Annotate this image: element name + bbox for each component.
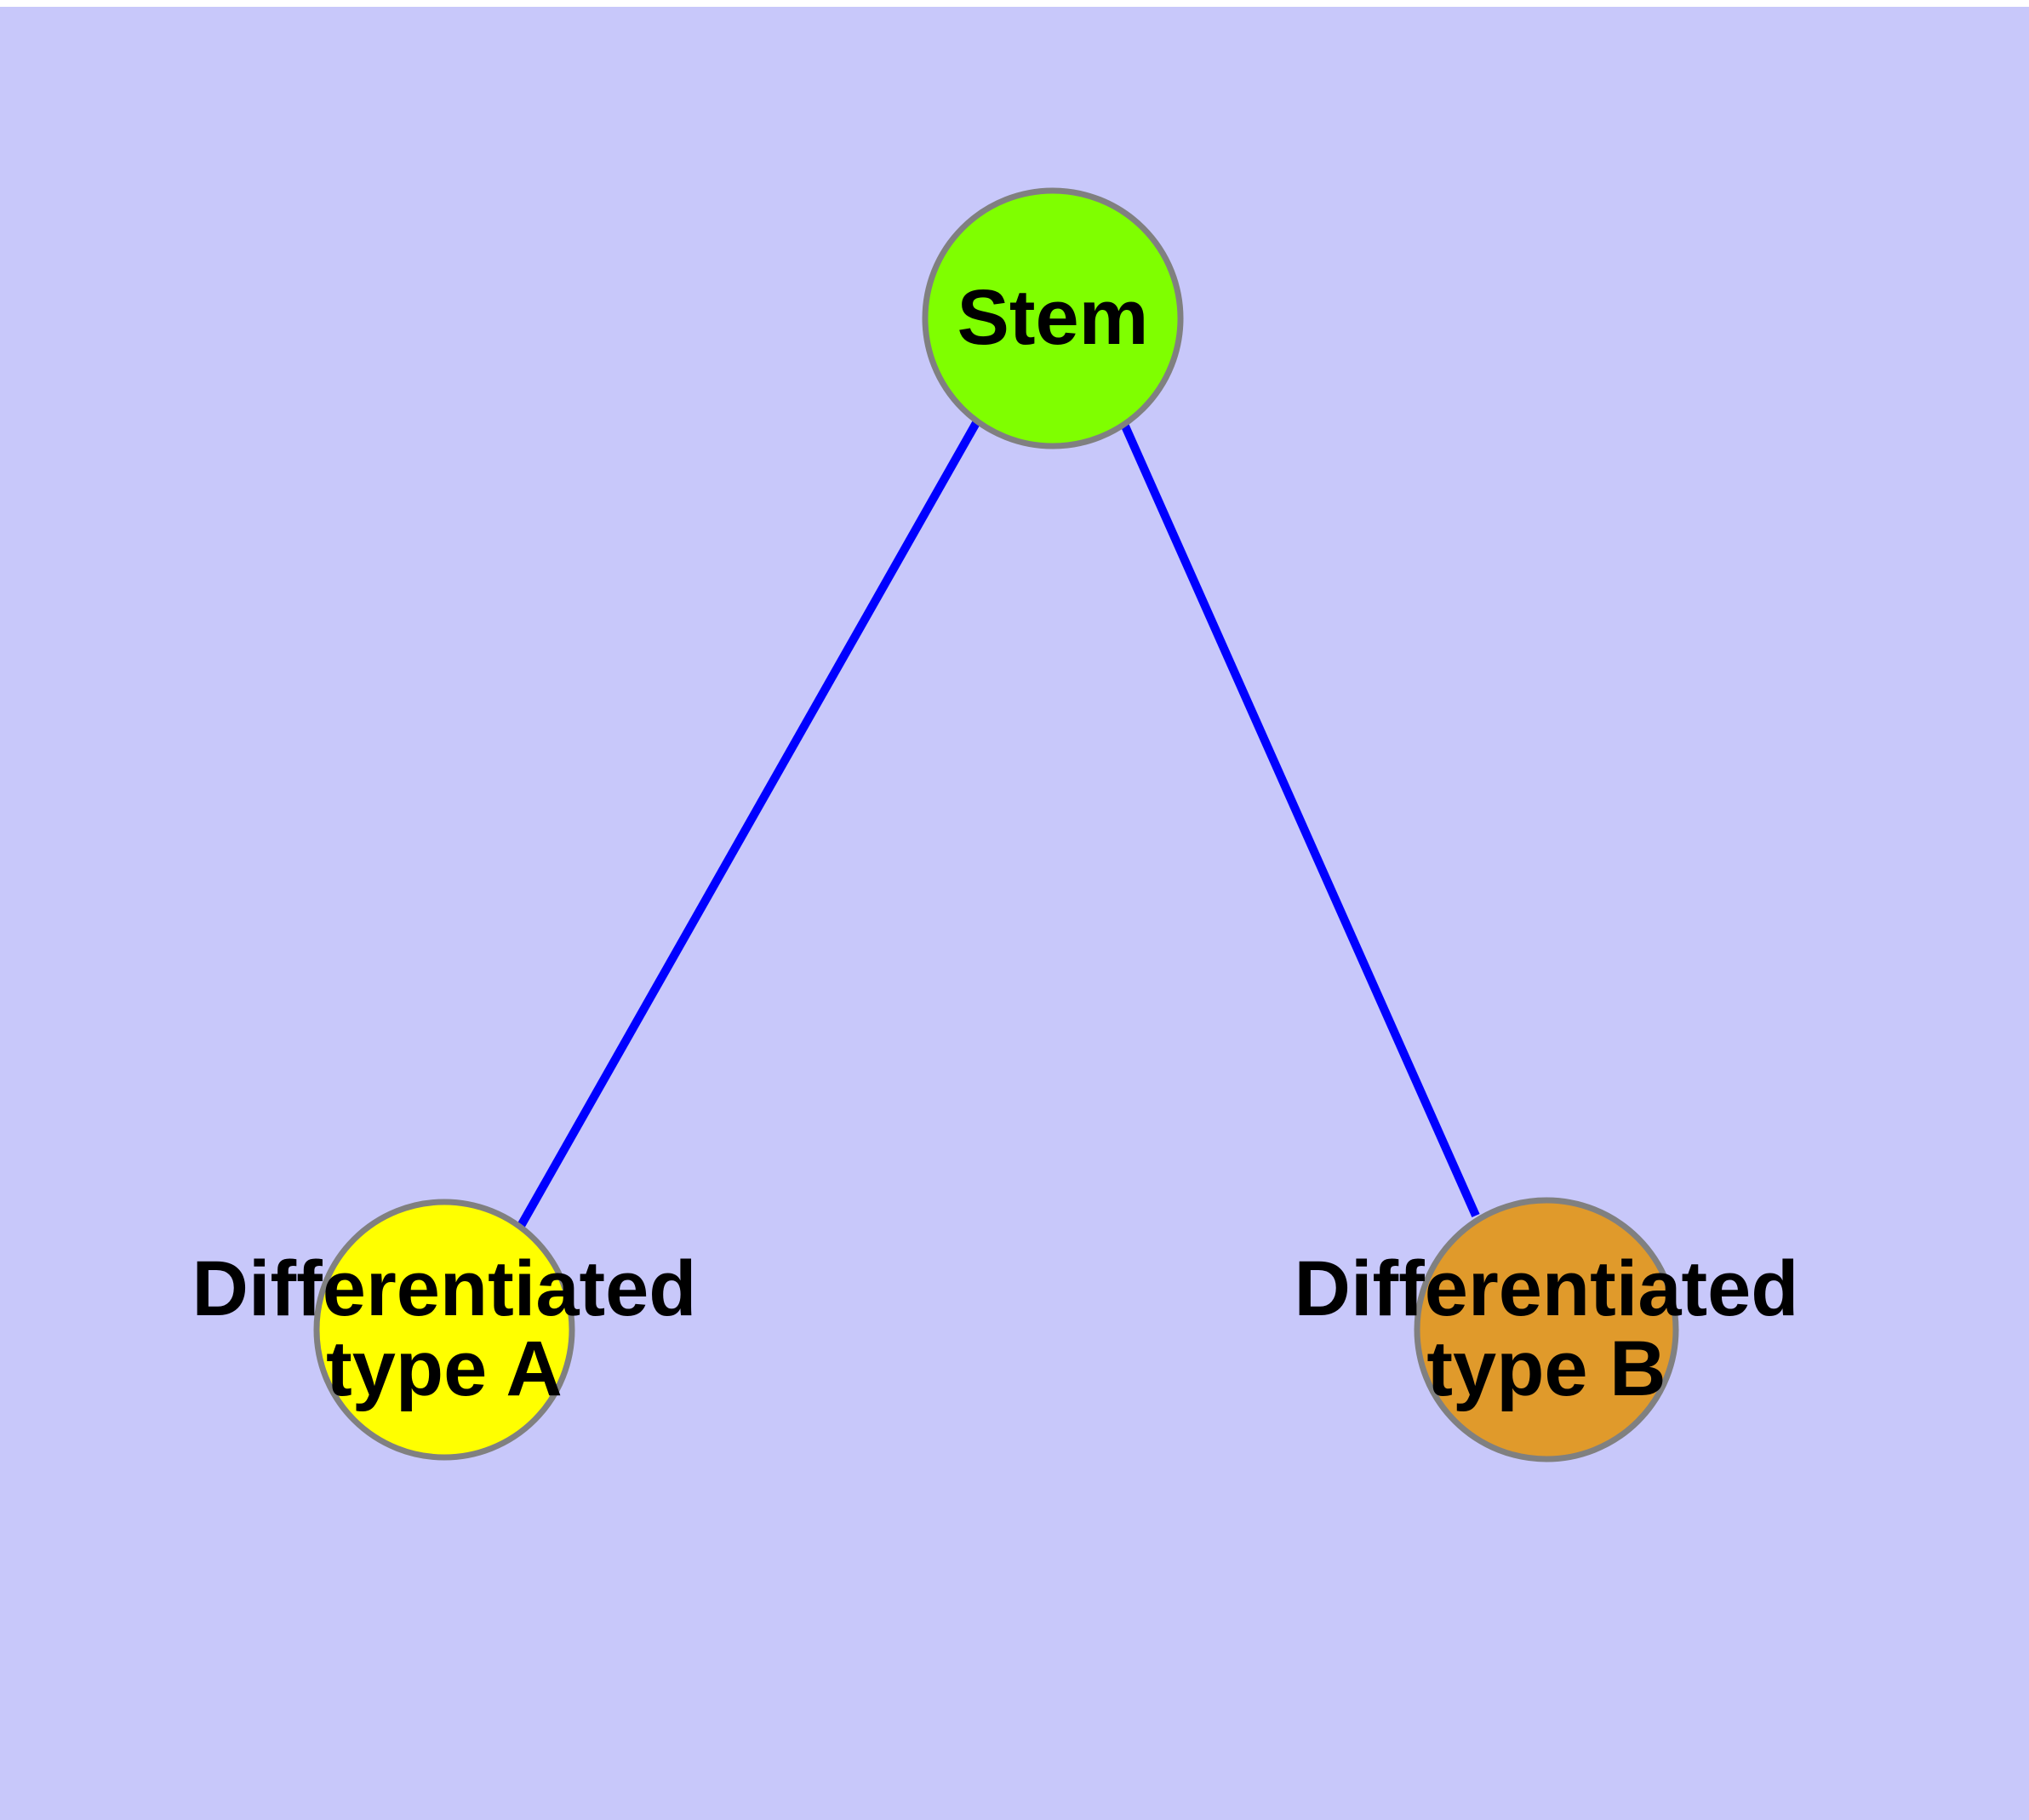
graph-edge-stem-diff_a[interactable] xyxy=(517,419,981,1228)
graph-svg xyxy=(313,187,1679,1462)
graph-node-diff_b[interactable] xyxy=(1414,1197,1679,1462)
edges-layer xyxy=(517,419,1480,1228)
graph-edge-stem-diff_b[interactable] xyxy=(1119,420,1480,1218)
graph-node-stem[interactable] xyxy=(922,187,1184,449)
nodes-layer xyxy=(313,187,1679,1462)
graph-node-diff_a[interactable] xyxy=(313,1199,575,1461)
